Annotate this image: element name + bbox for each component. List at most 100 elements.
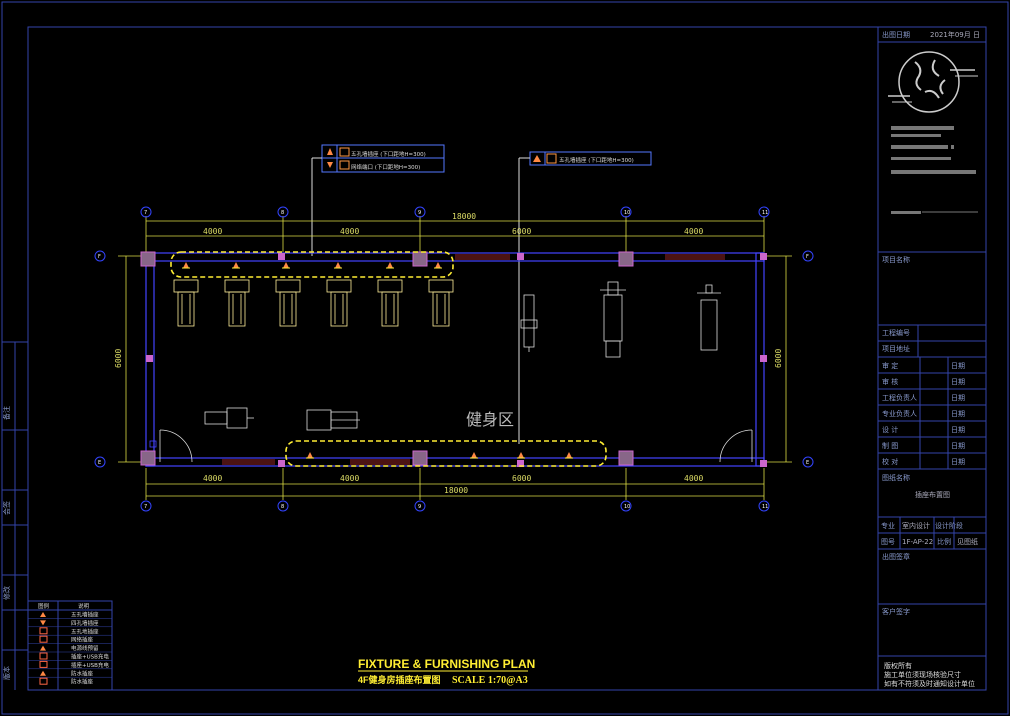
wall-outlet bbox=[386, 262, 394, 269]
sign-row-label: 审 定 bbox=[882, 361, 898, 370]
bike-machine bbox=[204, 407, 254, 429]
wall-outlet bbox=[182, 262, 190, 269]
grid-label: 11 bbox=[762, 210, 768, 216]
redacted-text bbox=[891, 170, 976, 174]
plan-title: FIXTURE & FURNISHING PLAN bbox=[358, 657, 535, 671]
grid-bubble bbox=[94, 250, 106, 262]
sign-row-date: 日期 bbox=[951, 362, 965, 370]
grid-label: 8 bbox=[281, 504, 284, 510]
bottom-dimensions bbox=[145, 468, 765, 500]
legend-item: 五孔地插座 bbox=[71, 627, 99, 635]
grid-bubble bbox=[277, 500, 289, 512]
sign-row-date: 日期 bbox=[951, 458, 965, 466]
date-suffix: 日 bbox=[973, 31, 980, 39]
dim-bottom: 4000 bbox=[203, 474, 222, 483]
socket-icon bbox=[39, 635, 48, 643]
column bbox=[412, 450, 428, 466]
grid-label: 11 bbox=[762, 504, 768, 510]
grid-label: F bbox=[806, 254, 809, 260]
grid-bubble bbox=[758, 500, 770, 512]
callout-a: 五孔墙插座 (下口距地H=300) 网络端口 (下口距地H=300) bbox=[311, 144, 445, 256]
grid-label: 8 bbox=[281, 210, 284, 216]
grid-bubble bbox=[277, 206, 289, 218]
grid-label: E bbox=[98, 460, 101, 466]
wall-outlet bbox=[434, 262, 442, 269]
column bbox=[618, 450, 634, 466]
wall-outlet bbox=[232, 262, 240, 269]
grid-bubble bbox=[94, 456, 106, 468]
column-small bbox=[760, 253, 767, 260]
strength-machine bbox=[600, 281, 626, 358]
grid-bubble bbox=[414, 206, 426, 218]
sign-row-date: 日期 bbox=[951, 410, 965, 418]
discipline-value: 室内设计 bbox=[902, 521, 930, 530]
dim-top: 4000 bbox=[203, 227, 222, 236]
dim-bottom: 4000 bbox=[340, 474, 359, 483]
callout-b-line: 五孔墙插座 (下口距地H=300) bbox=[559, 156, 634, 164]
dim-top: 4000 bbox=[340, 227, 359, 236]
left-strip: 备注 会签 修改 版本 bbox=[2, 341, 28, 690]
sign-row-label: 审 核 bbox=[882, 377, 898, 386]
sign-row-label: 校 对 bbox=[882, 457, 898, 466]
sign-row-date: 日期 bbox=[951, 394, 965, 402]
strip-label: 版本 bbox=[2, 666, 11, 680]
grid-label: 7 bbox=[144, 504, 147, 510]
grid-bubble bbox=[758, 206, 770, 218]
side-dimensions bbox=[118, 255, 792, 463]
sign-row-label: 制 图 bbox=[882, 441, 898, 450]
drawing-no-label: 图号 bbox=[881, 538, 895, 546]
wall-outlet bbox=[470, 452, 478, 459]
socket-icon bbox=[39, 627, 48, 635]
date-label: 出图日期 bbox=[882, 30, 910, 39]
grid-bubble bbox=[620, 206, 632, 218]
column bbox=[140, 251, 156, 267]
copyright-line: 如有不符须及时通知设计单位 bbox=[884, 679, 975, 688]
strength-machine bbox=[520, 294, 538, 352]
grid-label: 9 bbox=[418, 210, 421, 216]
strength-machine bbox=[697, 284, 721, 351]
callout-b: 五孔墙插座 (下口距地H=300) bbox=[518, 151, 652, 444]
title-block: 出图日期 2021年09月 日 项目名称 工程编号 项目地址 审 定日期审 核日 bbox=[878, 30, 986, 688]
door-right bbox=[719, 429, 753, 463]
treadmills bbox=[173, 279, 454, 327]
sign-row-date: 日期 bbox=[951, 426, 965, 434]
strip-label: 修改 bbox=[2, 586, 11, 600]
project-addr-label: 项目地址 bbox=[882, 344, 910, 353]
legend-item: 电源线预留 bbox=[71, 644, 99, 652]
discipline-label: 专业 bbox=[881, 521, 895, 530]
treadmill bbox=[173, 279, 199, 327]
outlet-icon bbox=[40, 620, 46, 626]
grid-label: 9 bbox=[418, 504, 421, 510]
grid-bubble bbox=[140, 500, 152, 512]
grid-bubble bbox=[802, 456, 814, 468]
sign-row-date: 日期 bbox=[951, 378, 965, 386]
legend-item: 插座+USB充电 bbox=[71, 653, 109, 661]
redacted-text bbox=[891, 157, 951, 160]
legend-item: 四孔墙插座 bbox=[71, 619, 99, 627]
treadmill bbox=[275, 279, 301, 327]
wall-outlet bbox=[306, 452, 314, 459]
client-sign-label: 客户签字 bbox=[882, 607, 910, 616]
scale-value: 见图纸 bbox=[957, 537, 978, 546]
scale-label: 比例 bbox=[937, 537, 951, 546]
drawing-name-value: 插座布置图 bbox=[915, 490, 950, 499]
column-small bbox=[278, 253, 285, 260]
grid-label: F bbox=[98, 254, 101, 260]
column-small bbox=[517, 253, 524, 260]
outlet-icon bbox=[40, 612, 46, 617]
socket-icon bbox=[39, 677, 48, 685]
grid-label: 10 bbox=[624, 210, 630, 216]
drawing-name-label: 图纸名称 bbox=[882, 473, 910, 482]
legend-header: 说明 bbox=[78, 602, 90, 610]
strip-label: 会签 bbox=[2, 501, 11, 515]
column-small bbox=[760, 460, 767, 467]
column-small bbox=[517, 460, 524, 467]
socket-icon bbox=[39, 652, 48, 660]
project-name-label: 项目名称 bbox=[882, 255, 910, 264]
redacted-text bbox=[891, 211, 921, 214]
redacted-text bbox=[891, 134, 941, 137]
copyright-line: 版权所有 bbox=[884, 661, 912, 670]
walls bbox=[145, 252, 765, 467]
